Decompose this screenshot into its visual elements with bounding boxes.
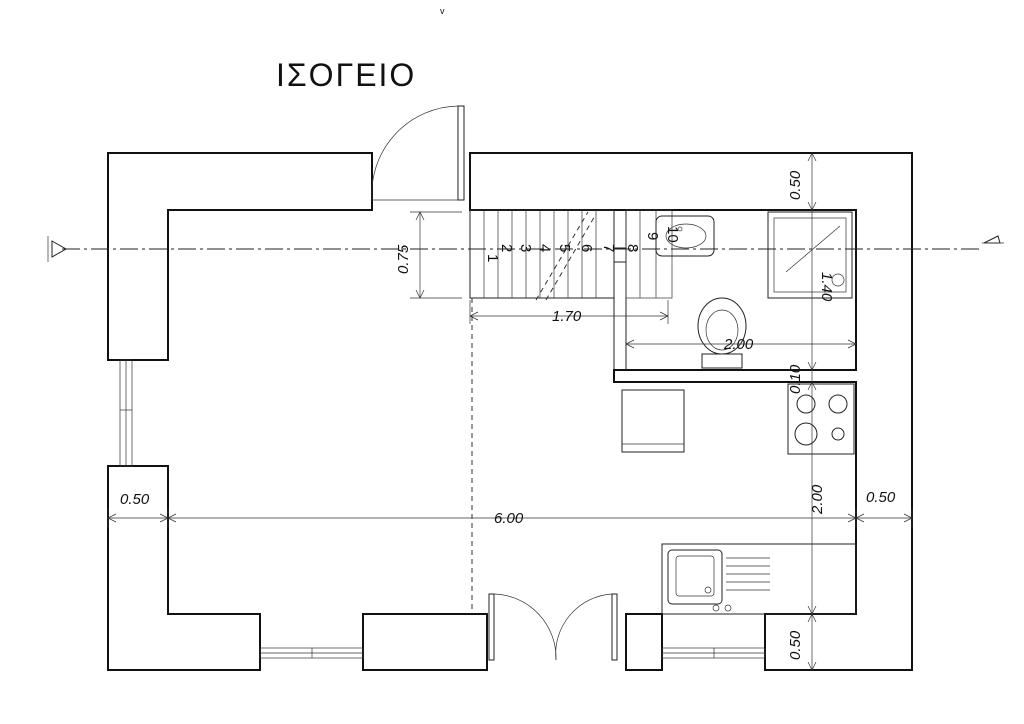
top-mark: v xyxy=(440,6,445,16)
washbasin xyxy=(655,215,715,257)
dim-kitchen-depth: 2.00 xyxy=(809,484,826,515)
section-marker-right-icon xyxy=(982,235,1004,244)
staircase: 1 2 3 4 5 6 7 8 9 10 xyxy=(469,209,681,301)
fridge xyxy=(621,389,685,453)
dim-bottom-wall: 0.50 xyxy=(787,630,804,660)
step-5: 5 xyxy=(556,244,573,252)
dim-bathroom-depth: 1.40 xyxy=(818,272,835,302)
step-8: 8 xyxy=(624,244,641,252)
stair-landing xyxy=(625,209,673,299)
left-wall-upper xyxy=(107,152,373,361)
step-6: 6 xyxy=(578,244,595,252)
stove xyxy=(787,383,855,455)
step-4: 4 xyxy=(536,244,553,252)
double-door xyxy=(488,593,618,661)
toilet xyxy=(697,297,747,369)
step-3: 3 xyxy=(517,244,534,252)
dim-partition: 0.10 xyxy=(787,364,804,394)
dim-top-wall: 0.50 xyxy=(787,170,804,200)
bottom-wall-middle xyxy=(362,613,488,671)
step-1: 1 xyxy=(484,254,501,262)
window-bottom-left xyxy=(259,647,364,659)
plan-title: ΙΣΟΓΕΙΟ xyxy=(276,57,416,93)
step-7: 7 xyxy=(600,244,617,252)
bottom-wall-right xyxy=(625,613,663,671)
bathroom-partition xyxy=(613,210,627,370)
step-9: 9 xyxy=(644,232,661,240)
dim-overall-width: 6.00 xyxy=(494,510,524,527)
kitchen-counter xyxy=(661,543,857,615)
dim-stair-length: 1.70 xyxy=(552,308,582,325)
dim-line-stair-length xyxy=(469,300,669,324)
dim-line-stair-width xyxy=(410,211,462,299)
dim-line-overall xyxy=(107,508,913,528)
window-bottom-right xyxy=(661,647,766,659)
dim-line-bathroom-depth xyxy=(807,210,817,371)
entry-door xyxy=(371,105,465,201)
dim-line-top-wall xyxy=(807,152,817,211)
dim-line-bathroom-width xyxy=(625,339,857,349)
window-left xyxy=(119,359,133,467)
dim-stair-width: 0.75 xyxy=(395,244,412,274)
step-2: 2 xyxy=(498,244,515,252)
stair-partition xyxy=(614,247,626,263)
dim-left-wall: 0.50 xyxy=(120,491,150,508)
dim-bathroom-width: 2.00 xyxy=(723,336,754,353)
section-marker-left-icon xyxy=(47,236,68,262)
step-10: 10 xyxy=(664,226,681,243)
left-wall-lower xyxy=(107,465,261,671)
dim-line-bottom-wall xyxy=(807,613,817,671)
shower-tray xyxy=(767,211,853,299)
dim-right-wall: 0.50 xyxy=(866,489,896,506)
right-wall xyxy=(469,152,913,671)
